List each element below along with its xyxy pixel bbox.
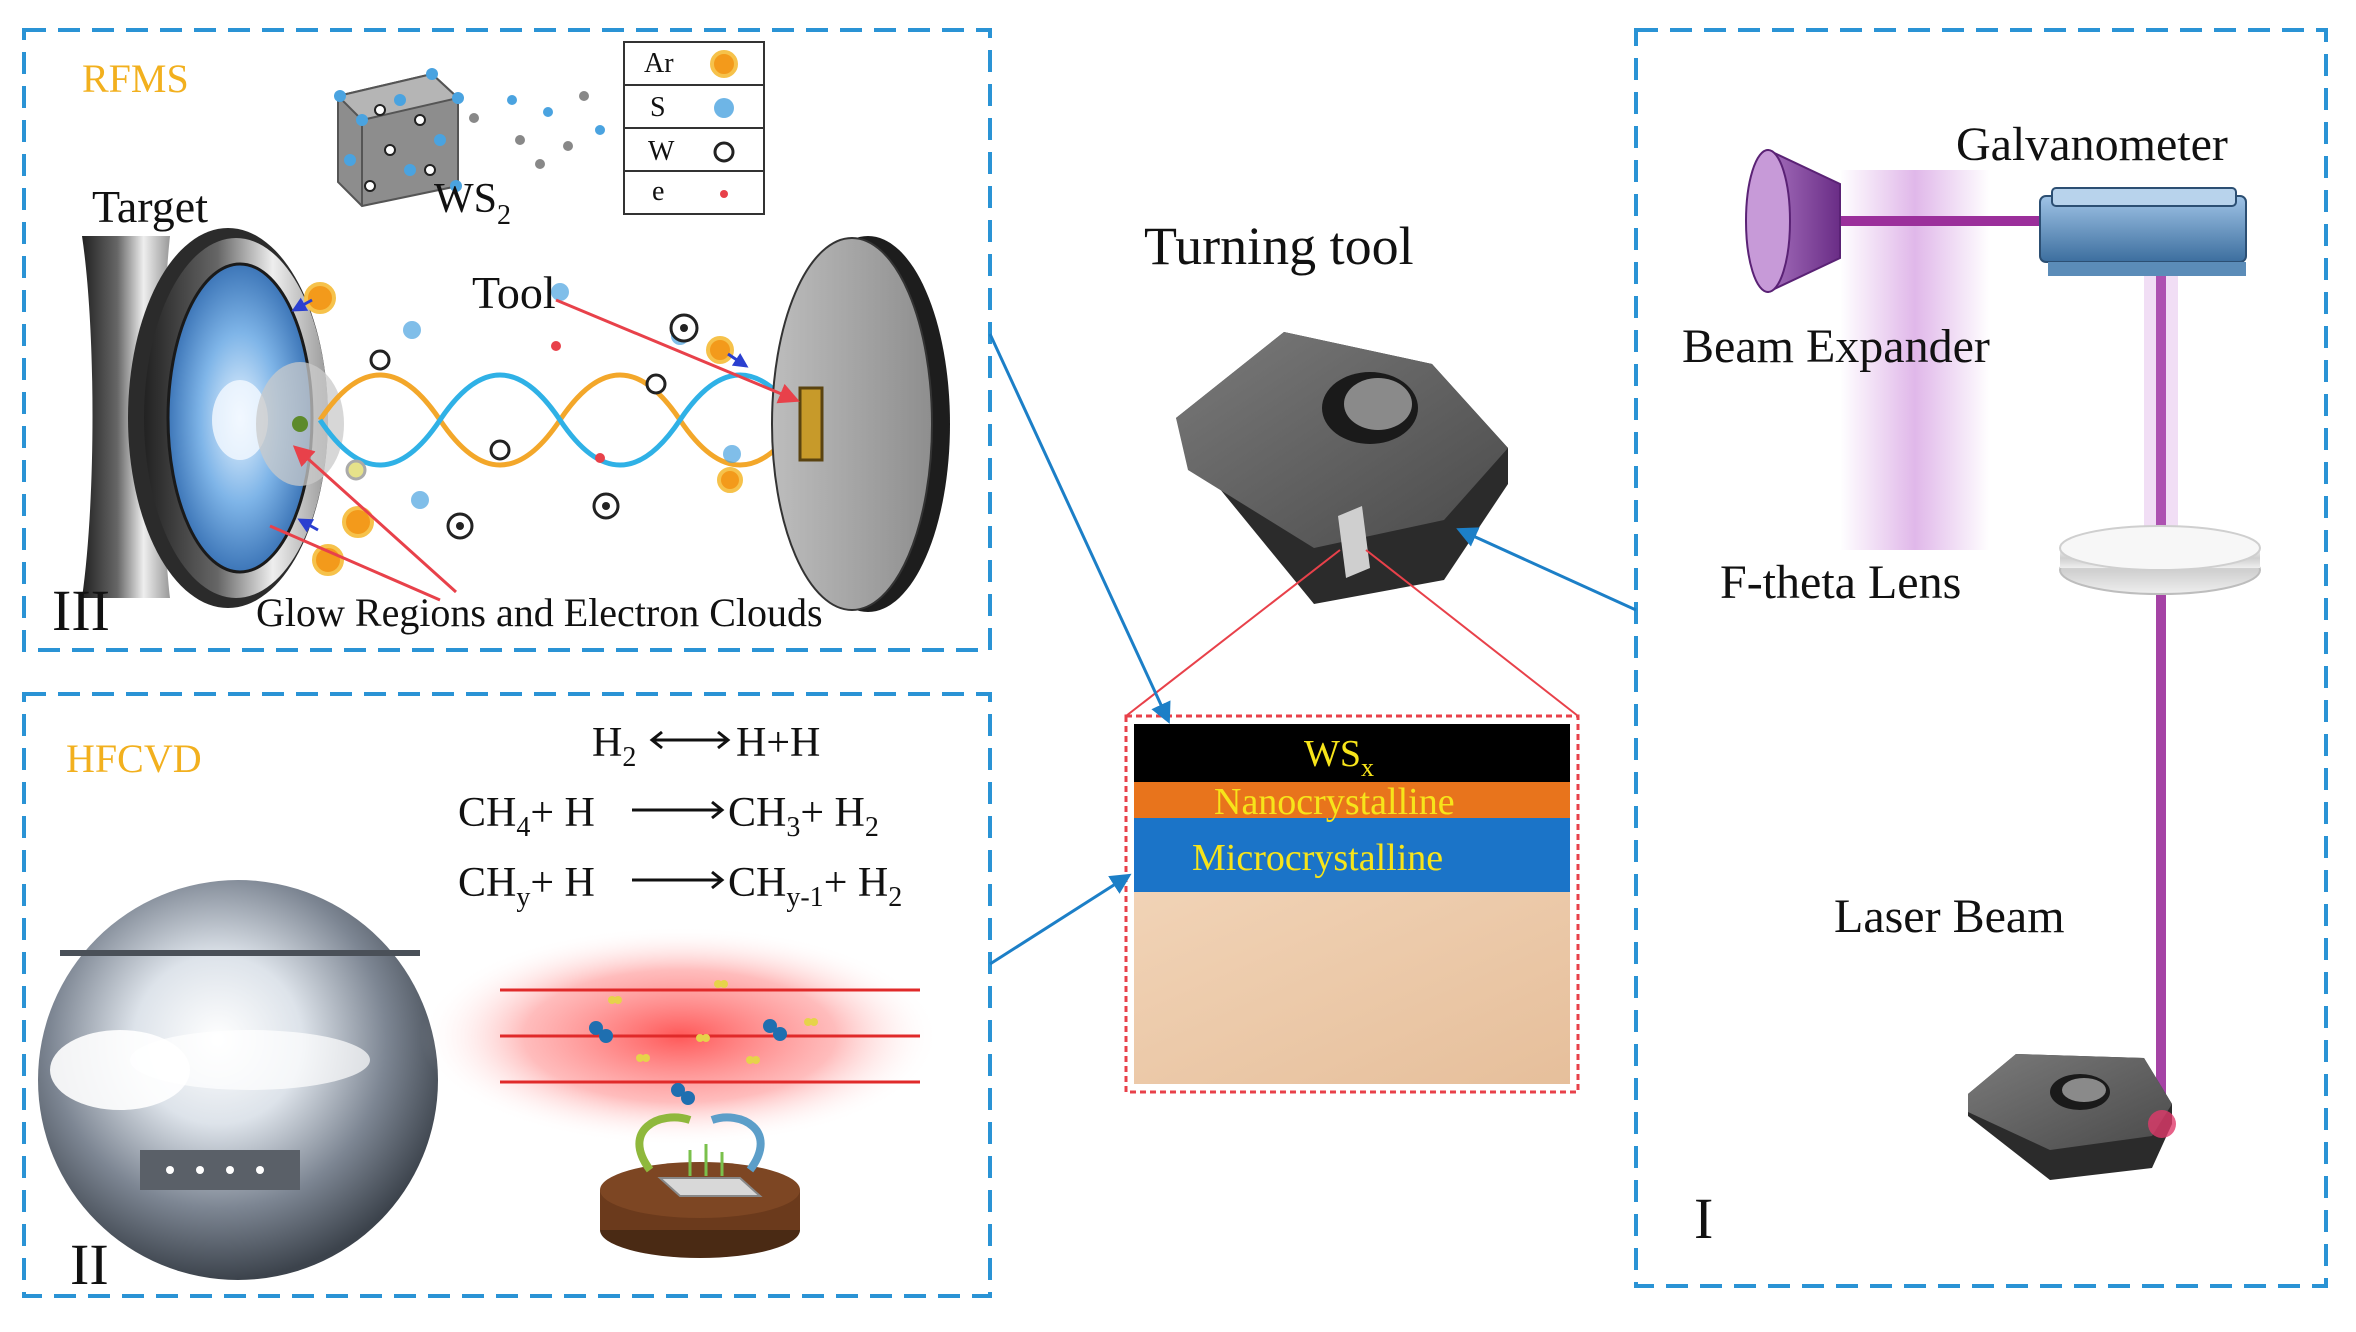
tool-holder-disk [771, 236, 950, 612]
laser-panel-frame [1634, 28, 2328, 1288]
galvanometer-label: Galvanometer [1956, 118, 2228, 171]
argon-ion-icon [710, 50, 738, 78]
tool-pointer-arrow [555, 298, 800, 404]
target-label: Target [92, 181, 208, 232]
hfcvd-panel-frame [22, 692, 992, 1298]
zoom-line-left [1125, 549, 1341, 717]
plasma-particles [291, 282, 749, 576]
panel-numeral-i: I [1694, 1186, 1713, 1251]
glow-regions-label: Glow Regions and Electron Clouds [256, 590, 823, 635]
ws2-label: WS2 [434, 176, 511, 231]
center-illustration: Turning tool WSx Nanocrystalline Microcr… [1124, 216, 1580, 1094]
electron-icon [720, 190, 728, 198]
panel-numeral-ii: II [70, 1232, 109, 1297]
substrate-layer [1134, 892, 1570, 1084]
f-theta-lens-label: F-theta Lens [1720, 556, 1961, 609]
legend-w-label: W [648, 136, 675, 167]
rfms-panel: RFMS WS2 [52, 41, 950, 643]
ws-layer-label: WSx [1304, 733, 1374, 782]
reaction-equation-2-right: CH3+ H2 [728, 790, 879, 843]
substrate-stage [600, 1113, 800, 1258]
nanocrystalline-layer-label: Nanocrystalline [1214, 781, 1455, 823]
hfcvd-reactor-photo [38, 880, 438, 1280]
galvanometer-icon [2039, 187, 2247, 276]
equilibrium-arrow-icon [649, 730, 731, 750]
plasma-helix [317, 372, 803, 468]
glow-pointer-arrow-1 [292, 445, 458, 594]
ws-layer [1134, 724, 1570, 782]
turning-tool-insert [1176, 332, 1508, 604]
reaction-equation-3-left: CHy+ H [458, 860, 595, 913]
hot-filament-zone [420, 926, 940, 1146]
legend-s-label: S [650, 92, 666, 123]
beam-expander-label: Beam Expander [1682, 320, 1990, 373]
turning-tool-label: Turning tool [1144, 216, 1414, 276]
reaction-equation-3-right: CHy-1+ H2 [728, 860, 902, 913]
beam-expander-icon [1745, 148, 1841, 294]
ws2-crystal-icon [334, 68, 464, 208]
panel-numeral-iii: III [52, 578, 110, 643]
sulfur-atom-icon [714, 98, 734, 118]
microcrystalline-layer-label: Microcrystalline [1192, 837, 1443, 879]
zoom-line-right [1365, 549, 1579, 717]
hfcvd-panel: HFCVD H2 H+H CH4+ H CH3+ H2 CHy+ H CHy-1… [38, 720, 940, 1297]
species-legend: Ar S W e [623, 41, 765, 215]
laser-to-tool-arrow [1456, 527, 1637, 612]
rfms-to-coating-arrow [988, 333, 1171, 724]
workpiece-insert [1968, 1054, 2176, 1180]
f-theta-lens-icon [2059, 525, 2261, 595]
vertical-laser-beam [2156, 272, 2166, 1118]
reaction-arrow-icon [632, 800, 725, 820]
hfcvd-to-coating-arrow [989, 873, 1132, 966]
glow-pointer-arrow-2 [269, 524, 441, 602]
tool-label: Tool [472, 267, 556, 318]
sputtered-particles [469, 91, 605, 169]
tungsten-atom-icon [713, 141, 735, 163]
legend-ar-label: Ar [644, 48, 674, 79]
sputter-target [82, 228, 344, 608]
reaction-equation-2-left: CH4+ H [458, 790, 595, 843]
coating-cross-section: WSx Nanocrystalline Microcrystalline [1124, 714, 1580, 1094]
laser-beam-label: Laser Beam [1834, 890, 2065, 943]
reaction-equation-1: H2 [592, 720, 636, 773]
reaction-equation-1-products: H+H [736, 720, 820, 766]
laser-panel: Galvanometer Beam Expander F-theta Lens … [1682, 118, 2261, 1251]
horizontal-laser-beam [1830, 216, 2040, 226]
legend-e-label: e [652, 176, 664, 207]
nanocrystalline-layer [1134, 782, 1570, 818]
hfcvd-tag: HFCVD [66, 736, 202, 781]
microcrystalline-layer [1134, 818, 1570, 892]
rfms-panel-frame [22, 28, 992, 652]
rfms-tag: RFMS [82, 56, 189, 101]
reaction-arrow-icon-2 [632, 870, 725, 890]
